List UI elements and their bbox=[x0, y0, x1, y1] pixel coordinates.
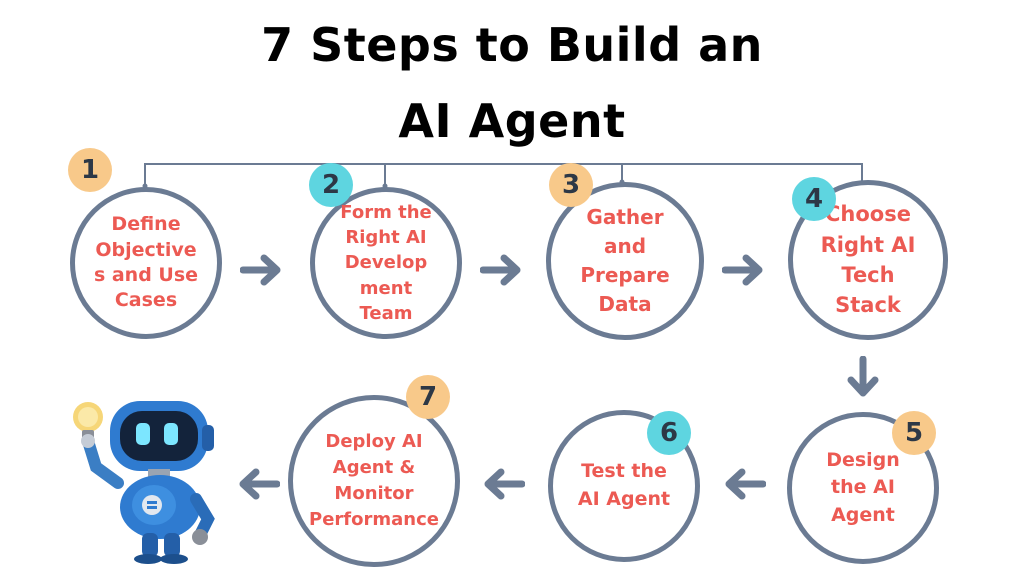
step-label-6: Test the AI Agent bbox=[577, 460, 671, 510]
step-badge-5: 5 bbox=[892, 411, 936, 455]
title-line-1: 7 Steps to Build an bbox=[261, 18, 763, 72]
step-label-5: Design the AI Agent bbox=[826, 448, 900, 526]
step-label-3: Gather and Prepare Data bbox=[580, 205, 670, 316]
step-badge-4: 4 bbox=[792, 177, 836, 221]
step-label-7: Deploy AI Agent & Monitor Performance bbox=[309, 430, 439, 531]
step-badge-2: 2 bbox=[309, 163, 353, 207]
step-badge-6: 6 bbox=[647, 411, 691, 455]
arrow-right-icon bbox=[240, 254, 281, 286]
arrow-left-icon bbox=[484, 468, 525, 500]
step-label-2: Form the Right AI Develop ment Team bbox=[340, 202, 432, 324]
step-circle-2: Form the Right AI Develop ment Team bbox=[310, 187, 462, 339]
step-circle-7: Deploy AI Agent & Monitor Performance bbox=[288, 395, 460, 567]
step-label-1: Define Objective s and Use Cases bbox=[93, 213, 199, 312]
step-badge-1: 1 bbox=[68, 148, 112, 192]
arrow-down-icon bbox=[847, 356, 879, 397]
step-badge-3: 3 bbox=[549, 163, 593, 207]
title-line-2: AI Agent bbox=[398, 94, 626, 148]
robot-lightbulb-icon bbox=[73, 401, 215, 564]
step-circle-1: Define Objective s and Use Cases bbox=[70, 187, 222, 339]
arrow-left-icon bbox=[239, 468, 280, 500]
arrow-right-icon bbox=[722, 254, 763, 286]
step-circle-3: Gather and Prepare Data bbox=[546, 182, 704, 340]
arrow-right-icon bbox=[480, 254, 521, 286]
arrow-left-icon bbox=[725, 468, 766, 500]
step-badge-7: 7 bbox=[406, 375, 450, 419]
step-label-4: Choose Right AI Tech Stack bbox=[820, 202, 916, 318]
